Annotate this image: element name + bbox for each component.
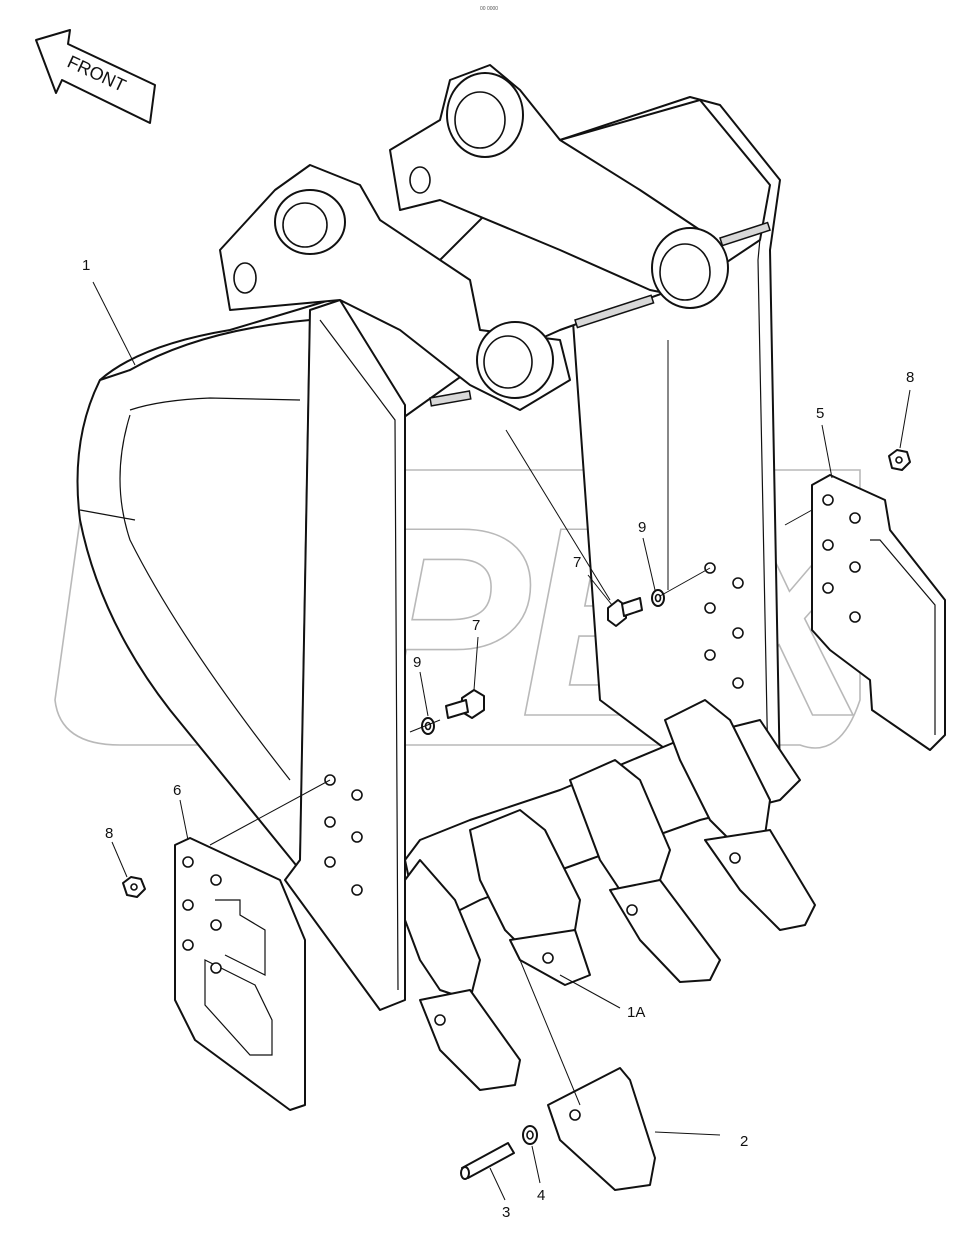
- callout-7-right: 7: [573, 554, 581, 571]
- callout-6: 6: [173, 782, 181, 799]
- callout-9-right: 9: [638, 519, 646, 536]
- callout-labels: 1 1A 2 3 4 5 6 7 7 8 8 9 9: [82, 257, 914, 1221]
- washer-right: [651, 589, 665, 607]
- callout-8-left: 8: [105, 825, 113, 842]
- callout-8-right: 8: [906, 369, 914, 386]
- leader-lines: [92, 281, 911, 1201]
- bolt-right: [607, 597, 643, 627]
- callout-1: 1: [82, 257, 90, 274]
- tooth-adapter-2: [469, 809, 591, 986]
- bucket-teeth-row: [404, 699, 816, 1091]
- nut-right: [888, 449, 911, 471]
- callout-5: 5: [816, 405, 824, 422]
- nut-left: [122, 876, 146, 898]
- callout-7-left: 7: [472, 617, 480, 634]
- side-cutter-right: [811, 474, 946, 751]
- tooth-adapter-4: [664, 699, 816, 931]
- callout-9-left: 9: [413, 654, 421, 671]
- callout-2: 2: [740, 1133, 748, 1150]
- callout-3: 3: [502, 1204, 510, 1221]
- pin-washer: [522, 1125, 538, 1145]
- bolt-left: [445, 689, 485, 719]
- front-direction-arrow: FRONT: [35, 29, 156, 124]
- tooth-point: [547, 1067, 656, 1191]
- callout-4: 4: [537, 1187, 545, 1204]
- tooth-pin: [460, 1142, 515, 1180]
- tooth-adapter-1: [404, 859, 521, 1091]
- callout-1a: 1A: [627, 1004, 645, 1021]
- side-cutter-left: [174, 837, 306, 1111]
- linkage-bracket: [219, 64, 771, 411]
- header-tiny-mark: 00 0000: [480, 6, 498, 12]
- tooth-adapter-3: [569, 759, 721, 983]
- washer-left: [421, 717, 435, 735]
